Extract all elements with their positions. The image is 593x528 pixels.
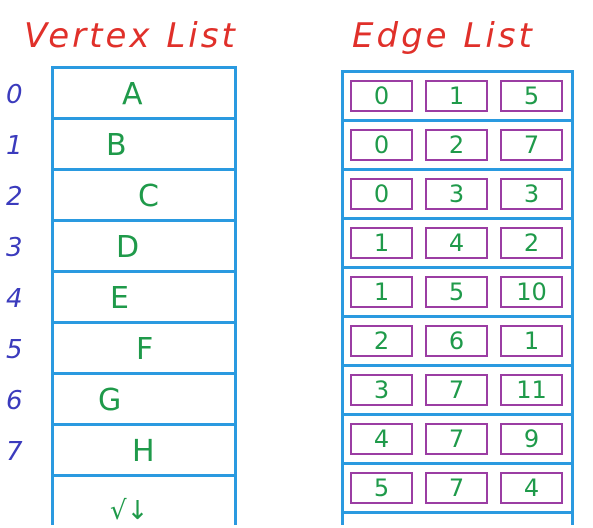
vertex-label: B (106, 128, 127, 163)
edge-source-cell: 0 (350, 129, 413, 161)
vertex-row: C (54, 171, 234, 222)
edge-source-cell: 1 (350, 276, 413, 308)
vertex-row: B (54, 120, 234, 171)
edge-list-title: Edge List (352, 16, 535, 56)
vertex-row: A (54, 69, 234, 120)
vertex-label: A (122, 77, 143, 112)
edge-target-cell: 7 (425, 472, 488, 504)
edge-weight-cell: 9 (500, 423, 563, 455)
vertex-list-title: Vertex List (24, 16, 238, 56)
vertex-index: 2 (6, 182, 23, 212)
edge-weight-cell: 5 (500, 80, 563, 112)
vertex-index: 5 (6, 335, 23, 365)
edge-target-cell: 4 (425, 227, 488, 259)
vertex-row: G (54, 375, 234, 426)
edge-source-cell: 0 (350, 80, 413, 112)
edge-source-cell: 1 (350, 227, 413, 259)
edge-source-cell: 0 (350, 178, 413, 210)
vertex-index: 1 (6, 131, 23, 161)
edge-source-cell: 4 (350, 423, 413, 455)
vertex-row: D (54, 222, 234, 273)
vertex-row: E (54, 273, 234, 324)
vertex-label: E (110, 281, 129, 316)
vertex-row: F (54, 324, 234, 375)
vertex-label: C (138, 179, 159, 214)
edge-target-cell: 2 (425, 129, 488, 161)
edge-source-cell: 3 (350, 374, 413, 406)
vertex-label: D (116, 230, 140, 265)
vertex-index: 0 (6, 80, 23, 110)
edge-weight-cell: 4 (500, 472, 563, 504)
vertex-index: 6 (6, 386, 23, 416)
edge-weight-cell: 2 (500, 227, 563, 259)
edge-target-cell: 7 (425, 374, 488, 406)
edge-source-cell: 5 (350, 472, 413, 504)
vertex-label: H (132, 434, 155, 469)
edge-target-cell: 5 (425, 276, 488, 308)
vertex-index: 4 (6, 284, 23, 314)
edge-target-cell: 3 (425, 178, 488, 210)
vertex-list-continuation: √↓ (110, 496, 149, 526)
edge-weight-cell: 7 (500, 129, 563, 161)
edge-weight-cell: 1 (500, 325, 563, 357)
edge-weight-cell: 11 (500, 374, 563, 406)
edge-weight-cell: 3 (500, 178, 563, 210)
vertex-index: 7 (6, 437, 23, 467)
edge-source-cell: 2 (350, 325, 413, 357)
edge-target-cell: 7 (425, 423, 488, 455)
vertex-index: 3 (6, 233, 23, 263)
edge-weight-cell: 10 (500, 276, 563, 308)
vertex-label: F (136, 332, 154, 367)
vertex-label: G (98, 383, 122, 418)
edge-target-cell: 6 (425, 325, 488, 357)
vertex-row: H (54, 426, 234, 477)
edge-target-cell: 1 (425, 80, 488, 112)
